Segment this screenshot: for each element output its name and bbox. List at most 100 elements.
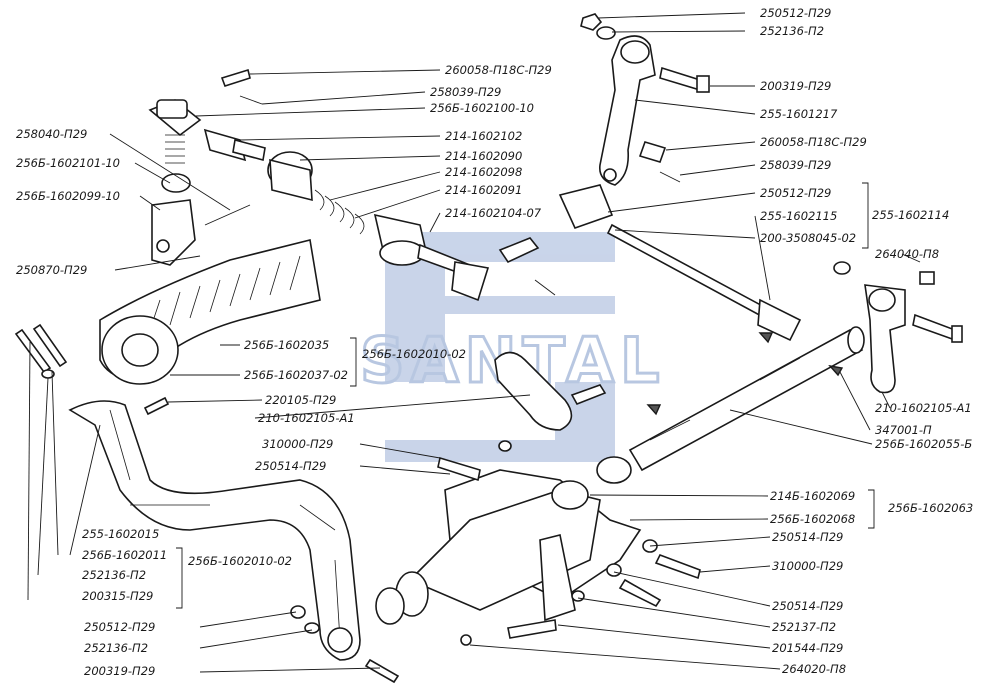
key-347001 [828,364,844,377]
label-250512-mid: 250512-П29 [760,186,831,200]
lever-upper-right [598,35,656,186]
bolt-200319-bottom [364,658,400,684]
washer-top [596,26,616,40]
label-252136-top: 252136-П2 [760,24,824,38]
washer-middle [498,440,512,452]
label-200319-b: 200319-П29 [84,664,155,678]
bolt-right-head [951,325,963,343]
label-250514-a: 250514-П29 [255,459,326,473]
shaft-spline [649,357,801,441]
label-255-1601217: 255-1601217 [760,107,838,121]
label-264020: 264020-П8 [782,662,846,676]
label-310000-a: 310000-П29 [262,437,333,451]
cotter-center [534,279,556,296]
gear-teeth [149,255,301,331]
label-256B-1602099: 256Б-1602099-10 [16,189,120,203]
label-252136-c: 252136-П2 [84,641,148,655]
watermark-bar [385,262,445,382]
label-256B-1602101: 256Б-1602101-10 [16,156,120,170]
label-214-1602102: 214-1602102 [445,129,522,143]
label-252137: 252137-П2 [772,620,836,634]
bolt-220105 [143,396,170,416]
bushing-2146 [551,480,589,510]
bolt-right [912,313,956,342]
label-214-1602104: 214-1602104-07 [445,206,542,220]
grease-nipple-264040 [919,271,935,285]
shaft-end [847,326,865,354]
label-255-1602115: 255-1602115 [760,209,837,223]
label-250512-top: 250512-П29 [760,6,831,20]
label-255-1602114: 255-1602114 [872,208,949,222]
bolt-head [696,75,710,93]
label-260058-b: 260058-П18С-П29 [760,135,867,149]
label-210-1602105-right: 210-1602105-А1 [875,401,972,415]
label-214-1602090: 214-1602090 [445,149,522,163]
pedal-rib [109,409,341,641]
bolt-left-2 [32,323,68,368]
label-256B-1602011: 256Б-1602011 [82,548,167,562]
label-220105: 220105-П29 [265,393,336,407]
label-250514-b: 250514-П29 [772,530,843,544]
bolt-200319-top [659,66,701,92]
leader-lines [27,12,921,673]
pedal-hole [327,627,353,653]
pin-260058-left [220,68,251,87]
label-256B-1602068: 256Б-1602068 [770,512,855,526]
lever-boss [620,40,650,64]
label-214B-1602069: 214Б-1602069 [770,489,855,503]
rod-214 [232,139,266,161]
lever-right [864,284,906,394]
label-256B-1602100: 256Б-1602100-10 [430,101,534,115]
label-200315: 200315-П29 [82,589,153,603]
watermark-bar [385,440,615,462]
key-small-2 [646,404,662,416]
bushing-256B-1602068 [596,456,632,484]
clevis-rod [451,261,490,302]
washer-252136 [304,622,320,634]
label-250870: 250870-П29 [16,263,87,277]
spring-214-1602098 [314,189,365,235]
parts [14,13,963,684]
cotter-250870 [204,204,251,226]
label-256B-1602037: 256Б-1602037-02 [244,368,348,382]
label-347001: 347001-П [875,423,932,437]
rod-end-upper [558,184,614,229]
label-201544: 201544-П29 [772,641,843,655]
lever-right-boss [868,288,896,312]
watermark-bar [445,296,615,314]
lever-hole [603,168,617,182]
grease-nipple-264020 [460,634,472,646]
label-258039-b: 258039-П29 [760,158,831,172]
cotter-pin-right [659,171,681,183]
gear-hub-inner [121,333,159,367]
label-256B-1602010-a: 256Б-1602010-02 [362,347,466,361]
label-256B-1602035: 256Б-1602035 [244,338,329,352]
label-256B-1602055: 256Б-1602055-Б [875,437,972,451]
label-250512-bottom: 250512-П29 [84,620,155,634]
nut-right [833,261,851,275]
bracket-hole [156,239,170,253]
label-258040: 258040-П29 [16,127,87,141]
label-310000-b: 310000-П29 [772,559,843,573]
part-labels: 250512-П29 252136-П2 260058-П18С-П29 200… [16,6,973,678]
cylinder-end [379,240,425,266]
nut-250514-lower [606,563,622,577]
cross-shaft [408,489,601,611]
spring-left [165,134,185,164]
nut-left [161,173,191,193]
pin-center [498,237,540,264]
pin-260058-right [638,141,667,163]
key-small [758,332,774,344]
label-258039-a: 258039-П29 [430,85,501,99]
label-214-1602098: 214-1602098 [445,165,522,179]
label-250514-c: 250514-П29 [772,599,843,613]
label-200319-a: 200319-П29 [760,79,831,93]
lever-bolt [570,384,607,406]
bushing-body [269,158,313,202]
label-256B-1602063: 256Б-1602063 [888,501,973,515]
tie-rod [606,223,772,320]
cotter-pin-left [239,95,263,105]
bolt-200319-lower [507,619,557,639]
